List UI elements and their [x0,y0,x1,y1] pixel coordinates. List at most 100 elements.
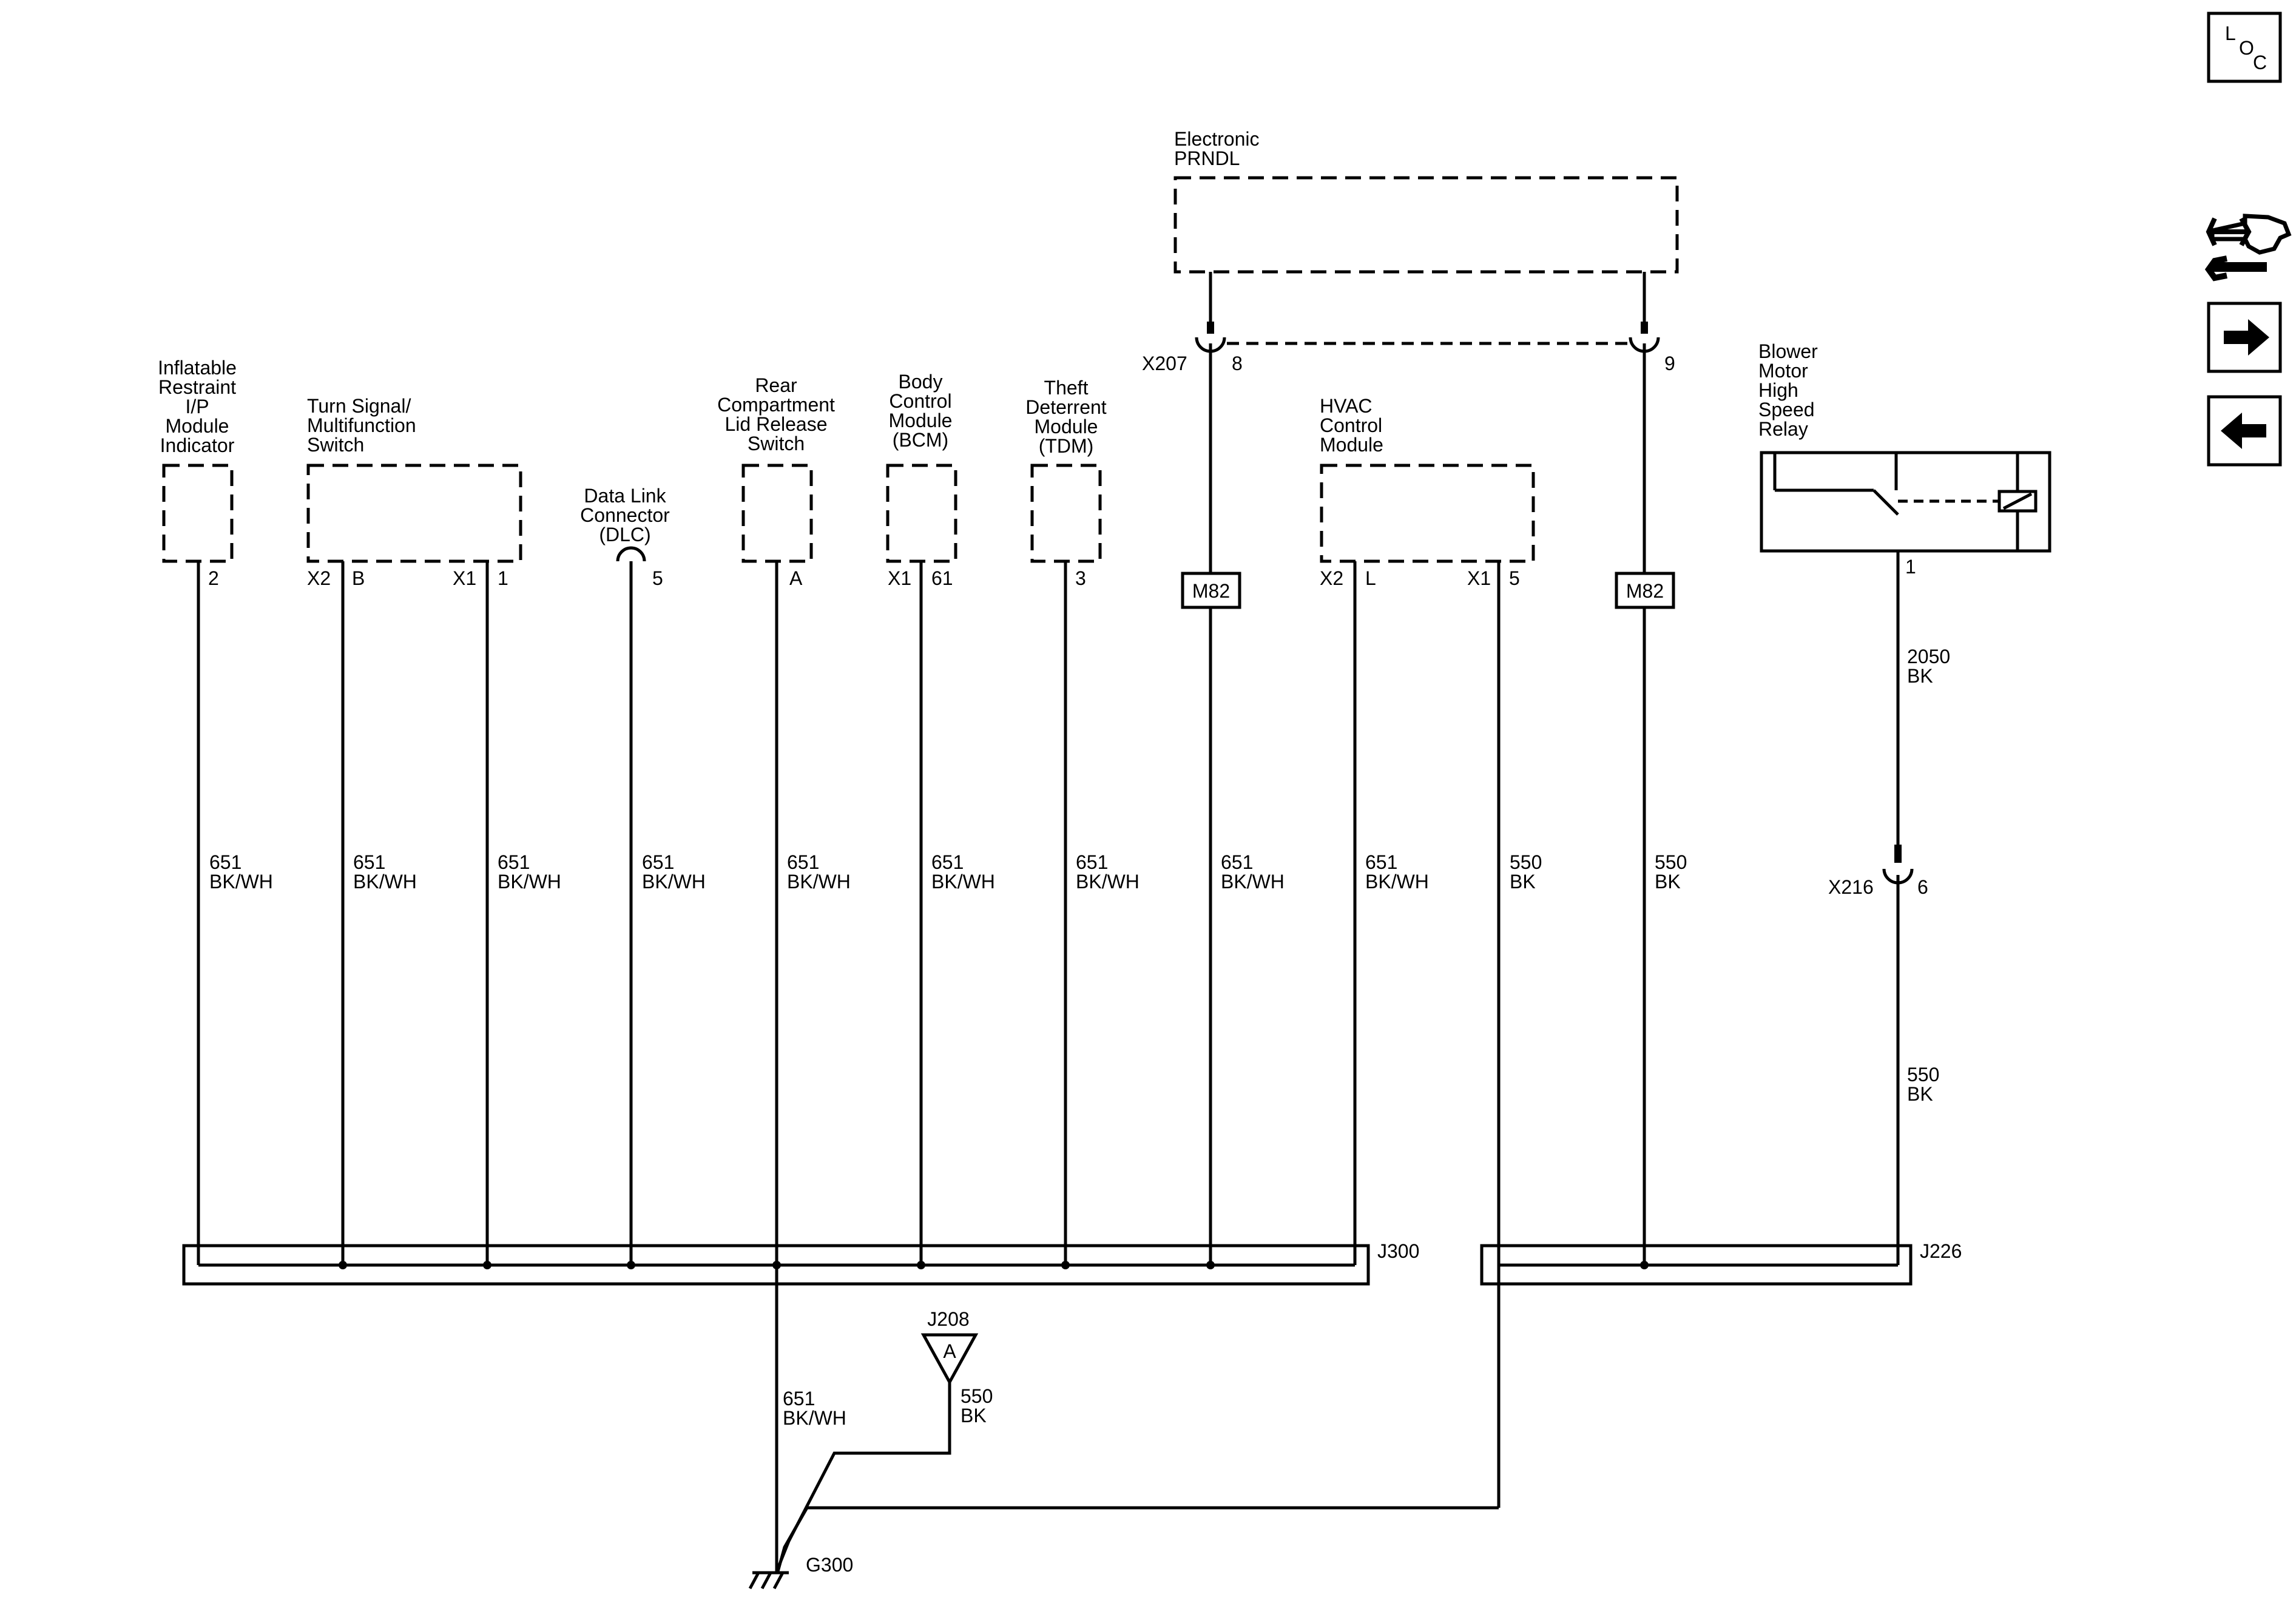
lid-box [741,464,813,563]
m82-b-label: M82 [1626,580,1664,602]
dlc-pin-5: 5 [652,567,663,589]
wire-label-bcm-num: 651 [931,851,964,873]
connector-tool-icon[interactable] [2204,214,2292,282]
hvac-label-2: Control [1320,414,1382,436]
wire-hvac-to-ground [776,1506,1499,1572]
body-control-module: Body Control Module (BCM) [886,371,957,563]
wire-label-ip-color: BK/WH [209,871,273,893]
blower-label-2: Motor [1758,360,1808,382]
turn-signal-switch: Turn Signal/ Multifunction Switch [306,395,522,563]
next-button[interactable] [2207,302,2282,373]
blower-pin-1: 1 [1905,556,1916,578]
j300-label: J300 [1377,1240,1419,1262]
left-arrow-icon [2221,413,2266,449]
hvac-pin-x2: X2 [1320,567,1343,589]
tdm-label-3: Module [1035,416,1098,437]
hvac-pin-x1: X1 [1467,567,1491,589]
ts-pin-1: 1 [498,567,508,589]
bcm-pin-61: 61 [931,567,953,589]
wire-label-ts1-color: BK/WH [498,871,561,893]
x207-pin-8: 8 [1232,353,1243,374]
loc-letter-c: C [2253,52,2267,73]
ip-label-3: I/P [185,396,209,417]
ts-label-1: Turn Signal/ [307,395,411,417]
wire-label-tsb-color: BK/WH [353,871,417,893]
ip-label-5: Indicator [160,434,235,456]
tdm-label-2: Deterrent [1025,396,1107,418]
prndl-label-1: Electronic [1174,128,1260,150]
x216-label: X216 [1828,876,1874,898]
ts-label-3: Switch [307,434,364,456]
wire-label-blower-bot-num: 550 [1907,1064,1939,1085]
wire-label-lid-num: 651 [787,851,819,873]
wire-label-bcm-color: BK/WH [931,871,995,893]
ts-pin-x1: X1 [453,567,476,589]
tdm-pin-3: 3 [1075,567,1086,589]
wire-label-lid-color: BK/WH [787,871,851,893]
ip-label-1: Inflatable [158,357,237,379]
x207-label: X207 [1142,353,1187,374]
wire-label-ip-num: 651 [209,851,241,873]
blower-label-3: High [1758,379,1798,401]
ip-module-indicator: Inflatable Restraint I/P Module Indicato… [158,357,237,563]
lid-label-3: Lid Release [725,413,828,435]
theft-deterrent-module: Theft Deterrent Module (TDM) [1025,377,1107,563]
ip-pin-2: 2 [208,567,219,589]
bcm-box [886,464,957,563]
prndl-label-2: PRNDL [1174,147,1240,169]
relay-switch-contact [1872,489,1899,516]
dlc-label-3: (DLC) [599,524,650,545]
wire-labels: 651 BK/WH 651 BK/WH 651 BK/WH 651 BK/WH … [209,646,1950,1429]
wire-label-tdm-num: 651 [1076,851,1108,873]
hvac-control-module: HVAC Control Module [1320,395,1535,563]
g300-label: G300 [806,1554,853,1576]
dlc-label-2: Connector [580,504,670,526]
hvac-label-3: Module [1320,434,1383,456]
wire-label-tdm-color: BK/WH [1076,871,1140,893]
lid-label-4: Switch [748,433,805,454]
bcm-label-3: Module [889,410,953,431]
hvac-pin-l: L [1365,567,1376,589]
wire-label-dlc-color: BK/WH [642,871,706,893]
ip-box [162,464,234,563]
splice-pack-j226: J226 [1480,1240,1962,1286]
ts-label-2: Multifunction [307,414,416,436]
tdm-label-1: Theft [1044,377,1089,399]
loc-button[interactable]: L O C [2207,12,2282,83]
relay-box [1760,451,2051,553]
m82-connector-b: M82 [1615,572,1675,609]
wire-label-hvacl-num: 651 [1365,851,1397,873]
tdm-box [1030,464,1102,563]
lid-pin-a: A [789,567,803,589]
wire-label-ground651-num: 651 [783,1388,815,1409]
x216-pin-6: 6 [1917,876,1928,898]
j208-label: J208 [927,1308,969,1330]
hvac-pin-5: 5 [1509,567,1520,589]
wire-label-hvac5-color: BK [1510,871,1536,893]
ip-label-2: Restraint [158,376,236,398]
x207-pin-9: 9 [1664,353,1675,374]
hvac-box [1320,464,1535,563]
dlc-label-1: Data Link [584,485,666,507]
prndl-box [1173,176,1679,274]
tdm-label-4: (TDM) [1039,435,1094,457]
blower-label-4: Speed [1758,399,1815,420]
ts-pin-x2: X2 [307,567,331,589]
loc-icon[interactable] [2207,12,2282,83]
m82-connector-a: M82 [1181,572,1241,609]
previous-button[interactable] [2207,395,2282,467]
j226-label: J226 [1920,1240,1962,1262]
wire-label-hvac5-num: 550 [1510,851,1542,873]
wire-label-blower-top-color: BK [1907,665,1933,687]
wire-label-ts1-num: 651 [498,851,530,873]
ground-g300: G300 [748,1554,853,1590]
dlc-connector [616,546,646,562]
hvac-label-1: HVAC [1320,395,1373,417]
wire-label-blower-bot-color: BK [1907,1083,1933,1105]
splice-pack-j300: J300 [182,1240,1419,1286]
wire-label-tsb-num: 651 [353,851,385,873]
j208-pin-a: A [943,1340,956,1362]
lid-label-1: Rear [755,374,797,396]
wire-label-prndl9-num: 550 [1655,851,1687,873]
wire-label-ground651-color: BK/WH [783,1407,846,1429]
